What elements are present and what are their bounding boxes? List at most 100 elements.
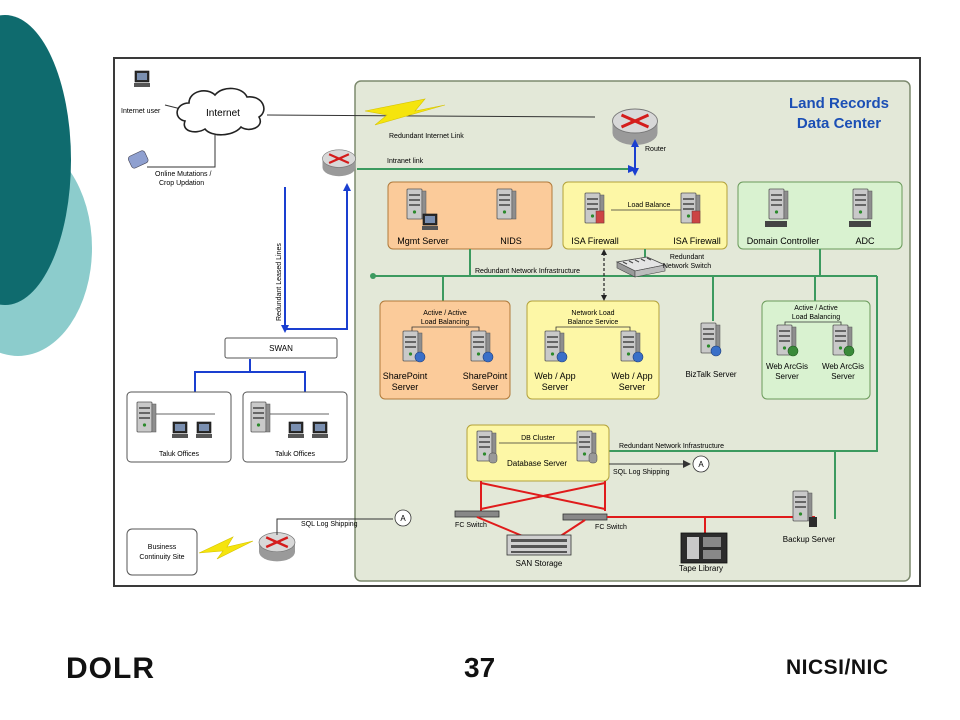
db-server-icon-2 xyxy=(576,430,598,464)
mutations-link xyxy=(147,135,216,168)
sharepoint-server-icon-2 xyxy=(470,330,494,363)
domain-console-icon xyxy=(765,221,787,227)
tape-library-label: Tape Library xyxy=(679,564,723,573)
connector-a-db-label: A xyxy=(698,460,704,469)
web-arcgis-label-2-line2: Server xyxy=(831,372,855,381)
fc-switch-icon-2 xyxy=(562,513,608,521)
san-storage-icon xyxy=(506,534,572,556)
sharepoint-label-1-line2: Server xyxy=(392,382,419,392)
pda-icon xyxy=(127,150,149,169)
diagram-canvas: Land Records Data Center Internet user I… xyxy=(121,70,911,582)
active-active-label-2: Active / Active xyxy=(794,305,838,312)
swan-box xyxy=(224,337,338,359)
arcgis-server-icon-2 xyxy=(832,324,855,357)
sharepoint-label-1-line1: SharePoint xyxy=(383,371,428,381)
internet-label: Internet xyxy=(206,108,240,119)
swan-label: SWAN xyxy=(269,344,293,353)
redundant-internet-link-label: Redundant Internet Link xyxy=(389,133,464,140)
network-load-label-line1: Network Load xyxy=(571,310,614,317)
backbone-right-drop xyxy=(595,276,878,452)
internet-user-label: Internet user xyxy=(121,108,161,115)
redundant-switch-label-line2: Network Switch xyxy=(663,263,711,270)
fc-switch-icon-1 xyxy=(454,510,500,518)
web-app-server-icon-1 xyxy=(544,330,568,363)
san-storage-label: SAN Storage xyxy=(516,559,563,568)
taluk-offices-label-1: Taluk Offices xyxy=(159,451,199,458)
active-active-label-1: Active / Active xyxy=(423,310,467,317)
web-arcgis-label-1-line2: Server xyxy=(775,372,799,381)
internet-cloud-icon xyxy=(176,87,265,136)
domain-controller-label: Domain Controller xyxy=(747,236,820,246)
taluk-server-icon-2 xyxy=(250,401,271,433)
online-mutations-label-line2: Crop Updation xyxy=(159,180,204,187)
adc-server-icon xyxy=(849,188,873,227)
online-mutations-label-line1: Online Mutations / xyxy=(155,171,211,178)
taluk-pc-icon-1a xyxy=(171,421,189,439)
fc-switch-label-2: FC Switch xyxy=(595,524,627,531)
network-switch-icon xyxy=(615,256,667,278)
business-continuity-label-line1: Business xyxy=(148,544,177,551)
taluk-pc-icon-1b xyxy=(195,421,213,439)
web-app-server-icon-2 xyxy=(620,330,644,363)
redundant-switch-label-line1: Redundant xyxy=(670,254,704,261)
redundant-leased-lines-label: Redundant Leased Lines xyxy=(276,243,283,321)
bcs-lightning-icon xyxy=(198,536,254,560)
business-continuity-box xyxy=(126,528,198,576)
sharepoint-label-2-line1: SharePoint xyxy=(463,371,508,381)
taluk-pc-icon-2b xyxy=(311,421,329,439)
backbone-start-dot xyxy=(370,273,376,279)
redundant-network-infrastructure-db-label: Redundant Network Infrastructure xyxy=(619,443,724,450)
dashed-arrow-down xyxy=(601,295,607,301)
arrow-head-up xyxy=(631,139,639,147)
domain-controller-icon xyxy=(768,188,789,220)
web-app-label-2-line2: Server xyxy=(619,382,646,392)
web-arcgis-label-1-line1: Web ArcGis xyxy=(766,362,808,371)
taluk-server-icon-1 xyxy=(136,401,157,433)
lightning-bolt-icon xyxy=(364,98,446,126)
network-diagram: Land Records Data Center Internet user I… xyxy=(113,57,921,587)
router-label: Router xyxy=(645,146,667,153)
isa-firewall-label-2: ISA Firewall xyxy=(673,236,721,246)
leased-line-path xyxy=(285,187,348,330)
fc2-to-san xyxy=(558,519,586,538)
sharepoint-server-icon-1 xyxy=(402,330,426,363)
db-cluster-label: DB Cluster xyxy=(521,435,556,442)
slide-decoration xyxy=(0,15,92,356)
internet-to-router-line xyxy=(266,114,596,118)
teal-dark-circle xyxy=(0,15,71,305)
biztalk-server-icon xyxy=(700,322,722,357)
sql-log-shipping-bottom-line xyxy=(276,518,393,535)
backup-server-icon xyxy=(792,490,817,527)
footer-right-text: NICSI/NIC xyxy=(786,656,889,679)
db-server-icon-1 xyxy=(476,430,498,464)
web-app-label-1-line1: Web / App xyxy=(534,371,575,381)
isa-firewall-icon-2 xyxy=(680,192,701,224)
backup-server-label: Backup Server xyxy=(783,535,836,544)
sharepoint-zone xyxy=(379,300,511,400)
sql-log-shipping-bottom-label: SQL Log Shipping xyxy=(301,521,358,528)
isa-firewall-label-1: ISA Firewall xyxy=(571,236,619,246)
leased-arrow-down xyxy=(281,325,289,333)
web-app-zone xyxy=(526,300,660,400)
intranet-router-icon xyxy=(321,148,357,178)
db-cluster-zone xyxy=(466,424,610,482)
business-continuity-label-line2: Continuity Site xyxy=(139,554,184,561)
taluk-pc-icon-2a xyxy=(287,421,305,439)
sharepoint-label-2-line2: Server xyxy=(472,382,499,392)
arcgis-server-icon-1 xyxy=(776,324,799,357)
adc-label: ADC xyxy=(855,236,875,246)
web-app-label-2-line1: Web / App xyxy=(611,371,652,381)
connector-a-bottom xyxy=(394,509,412,527)
redundant-network-infrastructure-top-label: Redundant Network Infrastructure xyxy=(475,268,580,275)
database-server-label: Database Server xyxy=(507,459,567,468)
load-balancing-label-1: Load Balancing xyxy=(421,319,469,326)
load-balancing-label-2: Load Balancing xyxy=(792,314,840,321)
network-load-label-line2: Balance Service xyxy=(568,319,619,326)
dashed-arrow-up xyxy=(601,249,607,255)
taluk-offices-label-2: Taluk Offices xyxy=(275,451,315,458)
biztalk-server-label: BizTalk Server xyxy=(685,370,736,379)
mgmt-console-icon xyxy=(421,213,439,231)
web-arcgis-label-2-line1: Web ArcGis xyxy=(822,362,864,371)
db2-to-fc1 xyxy=(480,482,606,510)
intranet-link-label: Intranet link xyxy=(387,158,424,165)
